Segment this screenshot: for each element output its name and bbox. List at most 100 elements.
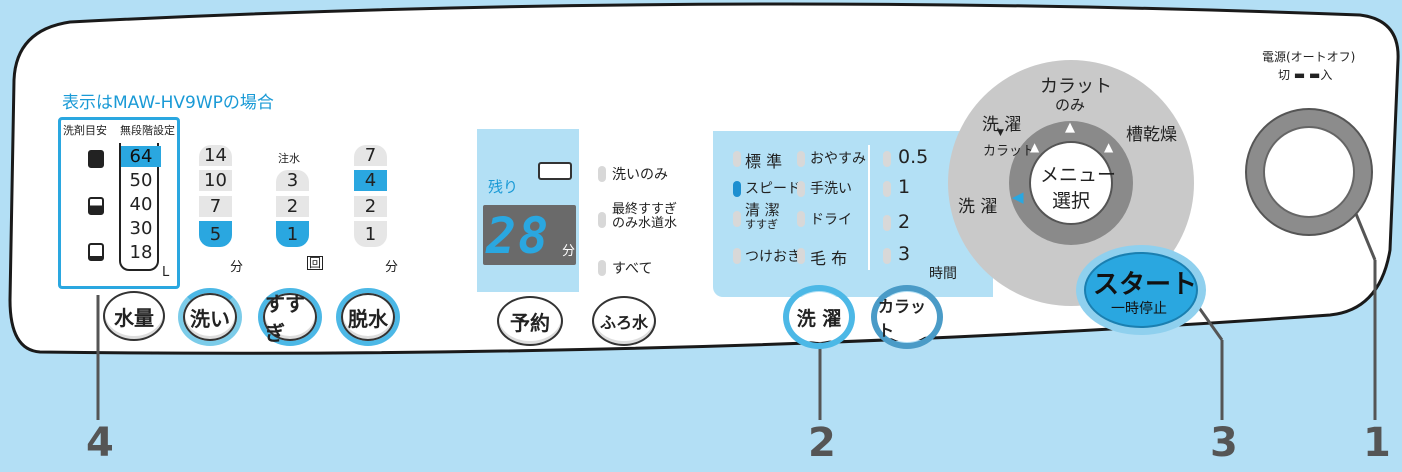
menu-option-tub-dry: 槽乾燥 xyxy=(1126,125,1177,145)
power-title: 電源(オートオフ) xyxy=(1262,50,1356,64)
karatto-button-ring xyxy=(871,285,943,349)
display-note: 表示はMAW-HV9WPの場合 xyxy=(62,93,274,113)
course-led-handwash xyxy=(797,181,805,197)
course-led-night xyxy=(797,151,805,167)
remaining-label: 残り xyxy=(488,178,519,196)
selected-indicator-icon: ◀ xyxy=(1012,188,1024,206)
lcd-display xyxy=(483,205,576,265)
dry-time-2: 2 xyxy=(898,211,911,233)
water-level-box xyxy=(58,117,180,289)
start-label: スタート xyxy=(1093,270,1198,300)
detergent-low-icon xyxy=(88,243,104,261)
reserve-button[interactable]: 予約 xyxy=(497,296,563,346)
callout-2: 2 xyxy=(808,420,836,466)
power-knob[interactable] xyxy=(1245,108,1373,236)
menu-select-button[interactable] xyxy=(1029,141,1113,225)
bath-led-3 xyxy=(598,260,606,276)
water-level-30: 30 xyxy=(129,218,153,239)
wash-value-14: 14 xyxy=(199,145,232,166)
course-dry: ドライ xyxy=(810,212,852,228)
course-led-clean xyxy=(733,211,741,227)
power-off-label: 切 ▬ ▬入 xyxy=(1278,68,1333,82)
water-unit: L xyxy=(162,265,170,280)
course-led-standard xyxy=(733,151,741,167)
menu-center-1: メニュー xyxy=(1040,164,1117,186)
dry-time-unit: 時間 xyxy=(929,266,957,282)
spin-value-7: 7 xyxy=(354,145,387,166)
spin-button-ring xyxy=(336,288,400,346)
callout-1: 1 xyxy=(1363,420,1391,466)
stepless-header: 無段階設定 xyxy=(120,124,175,137)
menu-option-karatto: カラット xyxy=(1040,76,1112,97)
menu-center-2: 選択 xyxy=(1052,190,1091,212)
lcd-unit: 分 xyxy=(562,244,576,259)
laundry-button-ring xyxy=(783,285,855,349)
bath-option-final-rinse: 最終すすぎのみ水道水 xyxy=(612,202,678,231)
spin-button[interactable]: 脱水 xyxy=(341,293,395,341)
lcd-digits: 28 xyxy=(486,207,551,265)
rinse-unit: 回 xyxy=(307,256,324,270)
spin-unit: 分 xyxy=(385,260,399,275)
menu-option-wash-karatto: カラット xyxy=(983,144,1036,159)
wash-value-5: 5 xyxy=(199,221,232,247)
wash-value-10: 10 xyxy=(199,170,232,191)
course-speed: スピード xyxy=(745,181,801,197)
course-led-blanket xyxy=(797,248,805,264)
dry-led-2 xyxy=(883,215,891,231)
rinse-button-ring xyxy=(258,288,322,346)
down-arrow-icon: ▼ xyxy=(997,128,1004,138)
dry-led-05 xyxy=(883,151,891,167)
dry-time-1: 1 xyxy=(898,176,911,198)
detergent-high-icon xyxy=(88,150,104,168)
bath-led-1 xyxy=(598,166,606,182)
course-led-dry xyxy=(797,211,805,227)
rinse-header: 注水 xyxy=(278,152,300,165)
course-blanket: 毛 布 xyxy=(810,249,848,268)
course-handwash: 手洗い xyxy=(810,181,852,197)
indicator-upper-left-icon: ▲ xyxy=(1030,140,1040,154)
laundry-button[interactable]: 洗 濯 xyxy=(790,292,848,342)
wash-value-7: 7 xyxy=(199,196,232,217)
detergent-header: 洗剤目安 xyxy=(63,124,107,137)
spin-value-2: 2 xyxy=(354,196,387,217)
wash-button[interactable]: 洗い xyxy=(183,293,237,341)
menu-option-karatto-only: のみ xyxy=(1055,96,1086,114)
child-lock-icon xyxy=(538,162,572,180)
course-panel xyxy=(713,131,993,297)
dry-time-05: 0.5 xyxy=(898,146,929,168)
menu-option-wash-left: 洗 濯 xyxy=(958,197,998,217)
menu-option-wash: 洗 濯 xyxy=(982,115,1022,135)
rinse-button[interactable]: すすぎ xyxy=(263,292,317,345)
start-button[interactable] xyxy=(1084,252,1198,328)
power-knob-center xyxy=(1263,126,1355,218)
indicator-top-icon: ▲ xyxy=(1065,120,1075,135)
rinse-value-1: 1 xyxy=(276,221,309,247)
wash-unit: 分 xyxy=(230,260,244,275)
indicator-upper-right-icon: ▲ xyxy=(1104,140,1114,154)
bath-led-2 xyxy=(598,212,606,228)
course-soak: つけおき xyxy=(745,249,801,265)
callout-3: 3 xyxy=(1210,420,1238,466)
bath-option-all: すべて xyxy=(612,261,653,277)
water-amount-button[interactable]: 水量 xyxy=(103,291,165,341)
course-led-speed xyxy=(733,181,741,197)
water-level-64: 64 xyxy=(121,146,161,167)
spin-value-4: 4 xyxy=(354,170,387,191)
pause-label: 一時停止 xyxy=(1111,301,1167,317)
water-level-40: 40 xyxy=(129,194,153,215)
water-level-scale xyxy=(119,143,159,271)
bath-water-button[interactable]: ふろ水 xyxy=(592,296,656,346)
dry-led-1 xyxy=(883,181,891,197)
water-level-18: 18 xyxy=(129,242,153,263)
detergent-mid-icon xyxy=(88,197,104,215)
karatto-button[interactable]: カラット xyxy=(878,292,936,342)
rinse-value-3: 3 xyxy=(276,170,309,191)
course-divider xyxy=(868,145,870,270)
course-led-soak xyxy=(733,248,741,264)
spin-value-1: 1 xyxy=(354,221,387,247)
rinse-value-2: 2 xyxy=(276,196,309,217)
wash-button-ring xyxy=(178,288,242,346)
course-night: おやすみ xyxy=(810,151,866,167)
callout-4: 4 xyxy=(86,420,114,466)
dry-time-3: 3 xyxy=(898,243,911,265)
